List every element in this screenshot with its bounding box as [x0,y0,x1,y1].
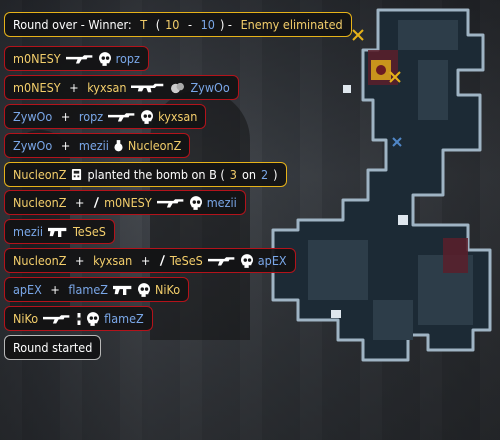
terrorist-name: m0NESY [13,80,61,95]
smg-icon [113,284,133,296]
ct-name: mezii [78,138,109,153]
radar-minimap [271,8,492,362]
terrorist-name: TeSeS [169,253,203,268]
terrorist-name: kyxsan [158,109,198,124]
ct-name: ZywOo [190,80,230,95]
ct-name: ZywOo [13,109,53,124]
rifle-icon [43,313,71,324]
ct-name: 10 [200,17,215,32]
smoke-icon [170,81,185,94]
ct-name: ropz [78,109,104,124]
headshot-icon [138,283,150,297]
ct-name: flameZ [104,311,144,326]
wallbang-icon [76,312,82,326]
ct-name: apEX [257,253,287,268]
feed-text: + [71,195,89,210]
rifle-icon [208,255,236,266]
kill-feed-entry: mezii TeSeS [4,219,115,244]
feed-text: ) - [219,17,236,32]
terrorist-name: m0NESY [104,195,152,210]
headshot-icon [241,254,253,268]
feed-text: - [184,17,196,32]
terrorist-name: T [140,17,148,32]
feed-text: + [137,253,154,268]
feed-text: + [65,80,83,95]
terrorist-name: NucleonZ [127,138,182,153]
headshot-icon [99,52,111,66]
rifle-icon [157,197,185,208]
ct-name: ZywOo [13,138,53,153]
ak-rifle-icon [131,82,165,94]
terrorist-name: TeSeS [73,224,106,239]
flash-assist-icon [159,254,165,267]
feed-text: on [241,167,256,182]
kill-feed-entry: ZywOo + ropz kyxsan [4,104,207,129]
ct-name: 2 [260,167,269,182]
terrorist-name: NiKo [154,282,181,297]
feed-text: ( [152,17,161,32]
flash-assist-icon [93,196,99,209]
headshot-icon [141,110,153,124]
kill-feed-entry: NucleonZ planted the bomb on B ( 3 on 2) [4,162,287,187]
headshot-icon [87,312,99,326]
kill-feed-entry: NucleonZ + kyxsan + TeSeS apEX [4,248,296,273]
feed-text: + [57,109,74,124]
feed-text: + [46,282,64,297]
ct-name: ropz [115,51,140,66]
round-result-entry: Round over - Winner: T (10 - 10 ) - Enemy… [4,12,352,37]
smg-icon [48,226,68,238]
grenade-icon [114,139,123,152]
terrorist-name: NucleonZ [13,167,67,182]
headshot-icon [190,196,202,210]
terrorist-name: NucleonZ [13,195,67,210]
rifle-icon [66,53,94,64]
ct-name: flameZ [68,282,108,297]
round-started-entry: Round started [4,335,102,360]
kill-feed-entry: ZywOo + mezii NucleonZ [4,133,191,158]
kill-feed-entry: NiKo flameZ [4,306,153,331]
feed-text: + [57,138,74,153]
feed-text: Round started [13,340,93,355]
kill-feed-entry: m0NESY + kyxsan ZywOo [4,75,239,100]
terrorist-name: m0NESY [13,51,61,66]
terrorist-name: 10 [165,17,180,32]
terrorist-name: NucleonZ [13,253,67,268]
ct-name: apEX [13,282,42,297]
objective-marker [371,60,391,80]
ct-name: mezii [206,195,237,210]
feed-text: + [71,253,89,268]
kill-feed-entry: m0NESY ropz [4,46,149,71]
terrorist-name: NiKo [13,311,39,326]
rifle-icon [108,111,136,122]
terrorist-name: Enemy eliminated [240,17,343,32]
terrorist-name: kyxsan [87,80,127,95]
feed-text: Round over - Winner: [13,17,136,32]
terrorist-name: kyxsan [93,253,133,268]
terrorist-name: 3 [229,167,237,182]
kill-feed-entry: NucleonZ + m0NESY mezii [4,190,246,215]
kill-feed-entry: apEX + flameZ NiKo [4,277,190,302]
ct-name: mezii [13,224,44,239]
feed-text: planted the bomb on B ( [87,167,225,182]
feed-text: ) [273,167,278,182]
bomb-icon [71,168,82,181]
